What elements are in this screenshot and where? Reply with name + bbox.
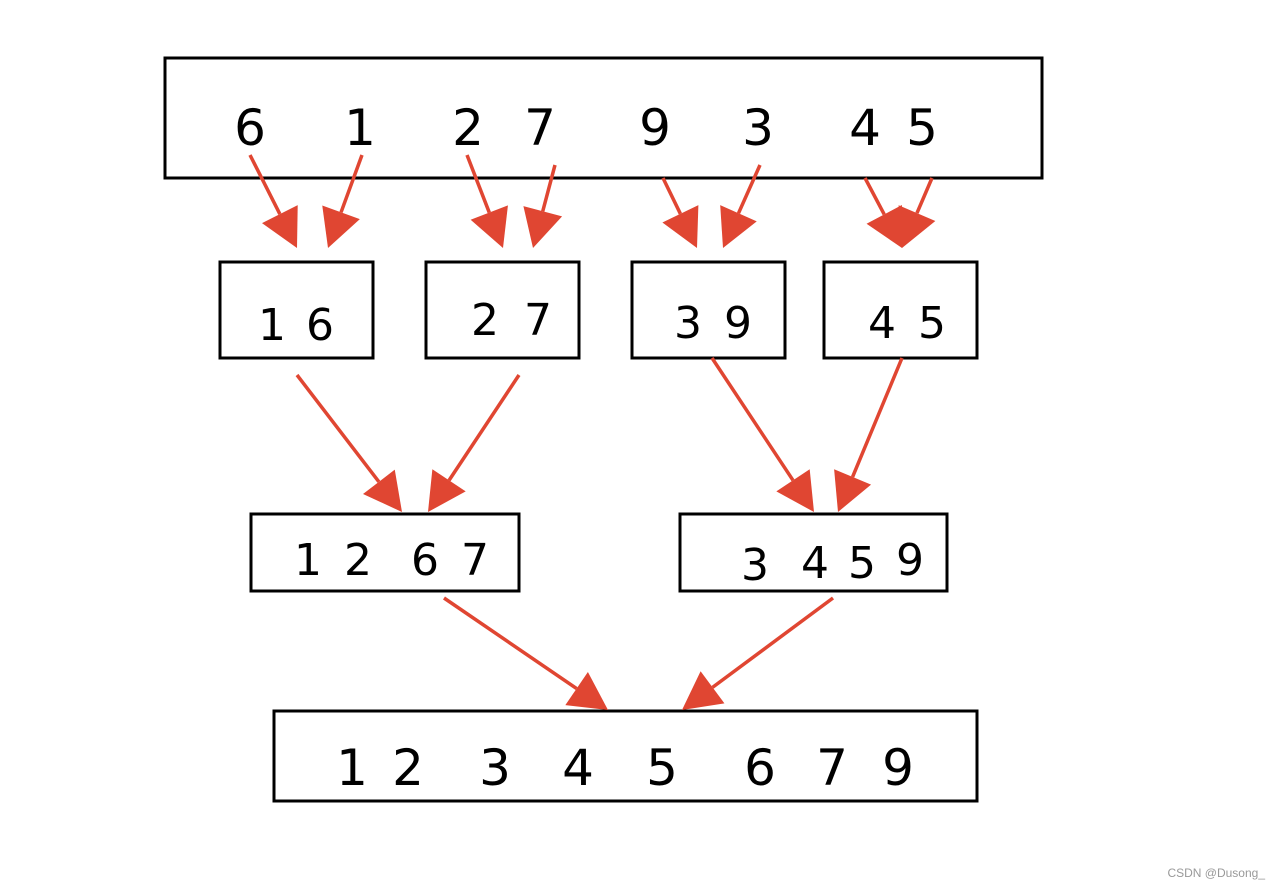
- pair-digit: 9: [724, 298, 752, 349]
- input-digit: 4: [849, 99, 881, 157]
- pair-digit: 1: [258, 300, 286, 351]
- arrow-head-icon: [565, 672, 608, 710]
- output-digit: 4: [562, 739, 594, 797]
- input-digit: 1: [344, 99, 376, 157]
- arrow-head-icon: [262, 205, 298, 248]
- arrow-line: [710, 357, 795, 482]
- arrow-head-icon: [682, 671, 725, 710]
- arrow-head-icon: [834, 469, 872, 512]
- pair-digit: 5: [918, 298, 946, 349]
- output-digit: 3: [479, 739, 511, 797]
- arrow-head-icon: [898, 205, 936, 248]
- arrow-head-icon: [866, 205, 902, 248]
- pair-digit: 6: [306, 300, 334, 351]
- quad-box-1: [249, 512, 521, 593]
- output-digit: 1: [336, 739, 368, 797]
- input-digit: 5: [906, 99, 938, 157]
- quad-digit: 7: [461, 535, 489, 586]
- input-array-box: [163, 56, 1044, 180]
- output-digit: 6: [744, 739, 776, 797]
- output-digit: 9: [882, 739, 914, 797]
- pair-box-1: [218, 260, 375, 360]
- arrow-line: [465, 154, 491, 214]
- pair-digit: 4: [868, 298, 896, 349]
- arrow-line: [541, 164, 557, 212]
- input-digit: 2: [452, 99, 484, 157]
- arrow-line: [915, 177, 934, 214]
- arrow-line: [736, 164, 762, 215]
- input-digit: 7: [524, 99, 556, 157]
- arrows-group: [248, 154, 936, 710]
- quad-digit: 3: [741, 540, 769, 591]
- arrow-line: [339, 154, 364, 213]
- arrow-head-icon: [776, 469, 814, 512]
- quad-digit: 4: [801, 538, 829, 589]
- quad-digit: 5: [848, 538, 876, 589]
- pair-digit: 2: [471, 295, 499, 346]
- quad-digit: 9: [896, 535, 924, 586]
- quad-digit: 1: [294, 535, 322, 586]
- input-digit: 3: [742, 99, 774, 157]
- arrow-line: [443, 596, 578, 691]
- arrow-line: [661, 177, 682, 215]
- pair-box-2: [424, 260, 581, 360]
- output-digit: 2: [392, 739, 424, 797]
- arrow-line: [447, 374, 521, 482]
- arrow-head-icon: [363, 469, 402, 512]
- quad-box-2: [678, 512, 949, 593]
- arrow-line: [850, 357, 904, 478]
- watermark: CSDN @Dusong_: [1167, 866, 1265, 880]
- output-array-box: [272, 709, 979, 803]
- output-digit: 5: [646, 739, 678, 797]
- pair-box-3: [630, 260, 787, 360]
- quad-digit: 2: [344, 535, 372, 586]
- quad-digit: 6: [411, 535, 439, 586]
- pair-box-4: [822, 260, 979, 360]
- output-digit: 7: [816, 739, 848, 797]
- arrow-head-icon: [720, 205, 757, 248]
- arrow-line: [248, 154, 282, 215]
- arrow-head-icon: [523, 206, 563, 248]
- arrow-line: [711, 596, 835, 689]
- arrow-line: [863, 177, 886, 216]
- input-digit: 6: [234, 99, 266, 157]
- arrow-head-icon: [322, 205, 360, 248]
- arrow-line: [295, 373, 381, 483]
- pair-digit: 3: [674, 298, 702, 349]
- arrow-head-icon: [662, 205, 699, 248]
- pair-digit: 7: [524, 295, 552, 346]
- input-digit: 9: [639, 99, 671, 157]
- arrow-head-icon: [428, 469, 466, 512]
- arrow-head-icon: [470, 205, 508, 248]
